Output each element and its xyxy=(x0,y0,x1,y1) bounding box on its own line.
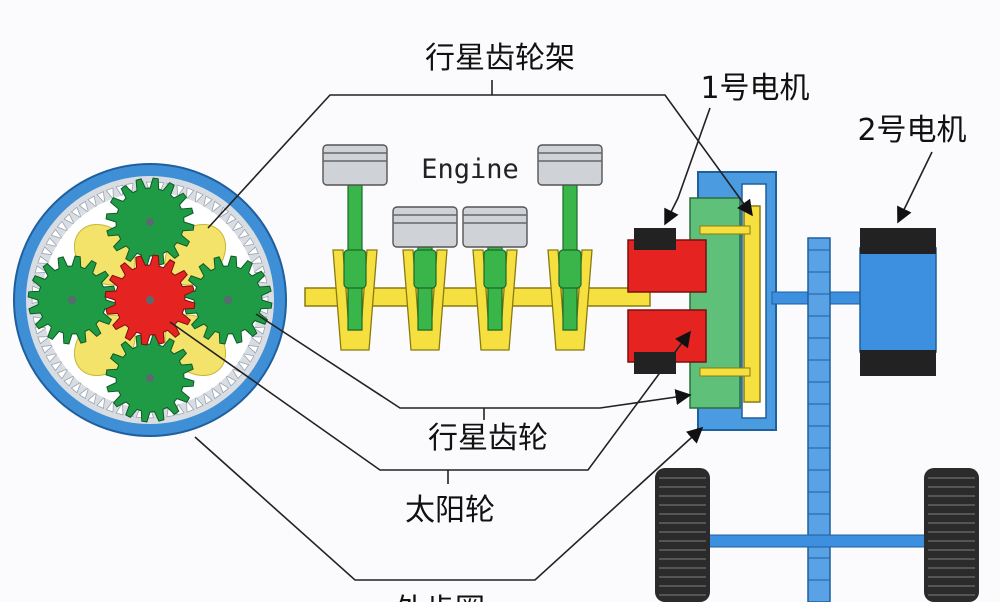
ring-tooth xyxy=(186,399,195,413)
ring-tooth xyxy=(252,326,266,335)
sun-leader-arrow xyxy=(169,321,691,471)
ring-tooth xyxy=(78,386,90,400)
motor-1 xyxy=(627,171,777,431)
planetary-gear-set xyxy=(13,163,287,437)
ring-tooth xyxy=(41,344,55,354)
ring-tooth xyxy=(245,246,259,256)
piston xyxy=(462,206,528,248)
ring-tooth xyxy=(224,374,237,387)
ring-tooth xyxy=(210,200,222,214)
motor2-leader-arrow xyxy=(897,151,933,224)
planet-gear-label: 行星齿轮 xyxy=(428,421,548,456)
ring-tooth xyxy=(241,237,255,248)
ring-tooth xyxy=(105,399,114,413)
ring-tooth xyxy=(115,402,124,416)
output-drive xyxy=(655,237,979,602)
tire-treads xyxy=(659,477,975,596)
ring-tooth xyxy=(50,360,64,372)
carrier-label: 行星齿轮架 xyxy=(425,41,575,76)
ring-tooth xyxy=(87,195,98,209)
ring-tooth xyxy=(210,386,222,400)
ring-tooth xyxy=(63,374,76,387)
ring-tooth xyxy=(241,352,255,363)
cylinders xyxy=(322,144,603,351)
ring-tooth xyxy=(194,395,204,409)
ring-tooth xyxy=(231,220,244,233)
engine-label: Engine xyxy=(421,154,519,185)
planet-gear-hub xyxy=(146,218,154,226)
piston xyxy=(322,144,388,186)
ring-tooth xyxy=(96,191,106,205)
ring-tooth xyxy=(78,200,90,214)
piston xyxy=(537,144,603,186)
ring-tooth xyxy=(245,344,259,354)
piston xyxy=(392,206,458,248)
motor1-coil-lower xyxy=(634,352,676,374)
sun-gear-hub xyxy=(146,296,154,304)
ring-tooth xyxy=(37,255,51,264)
wheel-left xyxy=(655,468,710,602)
planet-gear-hub xyxy=(146,374,154,382)
motor2-coil-upper xyxy=(860,228,936,254)
wheel-right xyxy=(924,468,979,602)
motor1-leader-arrow xyxy=(664,107,711,226)
axle xyxy=(699,534,929,548)
rod-big-end xyxy=(483,249,507,289)
ring-tooth xyxy=(45,237,59,248)
ring-tooth xyxy=(236,360,250,372)
ring-tooth xyxy=(249,336,263,345)
ring-tooth xyxy=(37,336,51,345)
ring-tooth xyxy=(56,220,69,233)
rod-big-end xyxy=(343,249,367,289)
rod-big-end xyxy=(558,249,582,289)
planet-leader-arrow xyxy=(255,313,692,409)
motor2-body xyxy=(859,247,937,353)
ring-tooth xyxy=(56,367,69,380)
carrier-pin-lower xyxy=(699,367,751,377)
ring-tooth xyxy=(70,381,83,394)
ring-gear-label: 外齿圈 xyxy=(395,593,485,602)
gears-group xyxy=(27,177,273,423)
ring-tooth xyxy=(231,367,244,380)
ring-tooth xyxy=(186,187,195,201)
ring-tooth xyxy=(176,184,185,198)
ring-tooth xyxy=(224,213,237,226)
planet-gear-hub xyxy=(68,296,76,304)
ring-tooth xyxy=(217,381,230,394)
motor2-label: 2号电机 xyxy=(857,113,966,148)
ring-tooth xyxy=(63,213,76,226)
ring-tooth xyxy=(96,395,106,409)
ring-tooth xyxy=(105,187,114,201)
ring-tooth xyxy=(70,206,83,219)
motor2-coil-lower xyxy=(860,350,936,376)
engine: Engine xyxy=(304,144,651,351)
ring-tooth xyxy=(236,228,250,240)
leader-lines xyxy=(169,80,933,581)
ring-tooth xyxy=(202,195,213,209)
ring-tooth xyxy=(41,246,55,256)
ring-tooth xyxy=(50,228,64,240)
ring-tooth xyxy=(87,391,98,405)
carrier-pin-upper xyxy=(699,225,751,235)
ring-tooth xyxy=(45,352,59,363)
motor1-label: 1号电机 xyxy=(700,71,809,106)
carrier-leader-arrow xyxy=(207,94,753,229)
motor1-coil-upper xyxy=(634,228,676,250)
ring-tooth xyxy=(194,191,204,205)
ring-tooth xyxy=(34,265,48,274)
sun-gear-label: 太阳轮 xyxy=(405,493,495,528)
planet-gear-hub xyxy=(224,296,232,304)
ring-tooth xyxy=(249,255,263,264)
motor-2 xyxy=(859,228,937,376)
ring-tooth xyxy=(202,391,213,405)
rod-big-end xyxy=(413,249,437,289)
labels: 行星齿轮架 1号电机 2号电机 行星齿轮 太阳轮 外齿圈 xyxy=(395,41,967,602)
drive-chain xyxy=(807,237,831,602)
ring-leader-arrow xyxy=(194,426,704,581)
